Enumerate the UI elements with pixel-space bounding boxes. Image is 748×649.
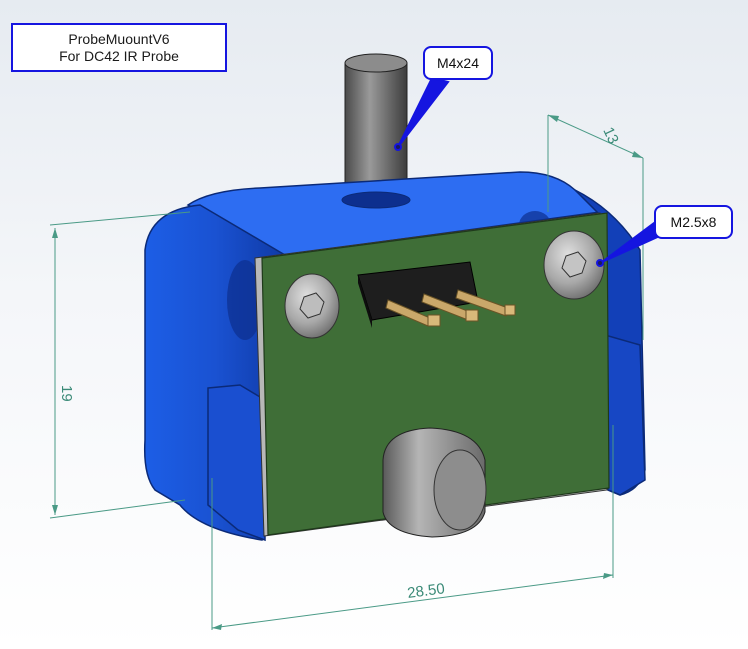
title-line-1: ProbeMuountV6 (68, 31, 170, 47)
dimension-depth (547, 114, 644, 340)
title-line-2: For DC42 IR Probe (59, 48, 179, 64)
callout-m2-5x8[interactable]: M2.5x8 (654, 205, 733, 239)
pin-header (357, 261, 516, 328)
title-block: ProbeMuountV6 For DC42 IR Probe (11, 23, 227, 72)
dimension-width (211, 425, 614, 630)
dimension-depth-label[interactable]: 13 (599, 125, 621, 147)
ir-sensor (382, 427, 487, 538)
dimension-height-label[interactable]: 19 (58, 385, 75, 402)
header-pins (385, 289, 516, 327)
callout-leader-m4 (394, 76, 450, 151)
dimension-height (49, 211, 191, 519)
m25-screw-right (543, 230, 605, 300)
m25-screw-left (284, 273, 340, 339)
pcb-board (254, 212, 610, 537)
callout-m4x24[interactable]: M4x24 (423, 46, 493, 80)
m4-pin (344, 53, 408, 204)
dimension-width-label[interactable]: 28.50 (406, 580, 445, 602)
